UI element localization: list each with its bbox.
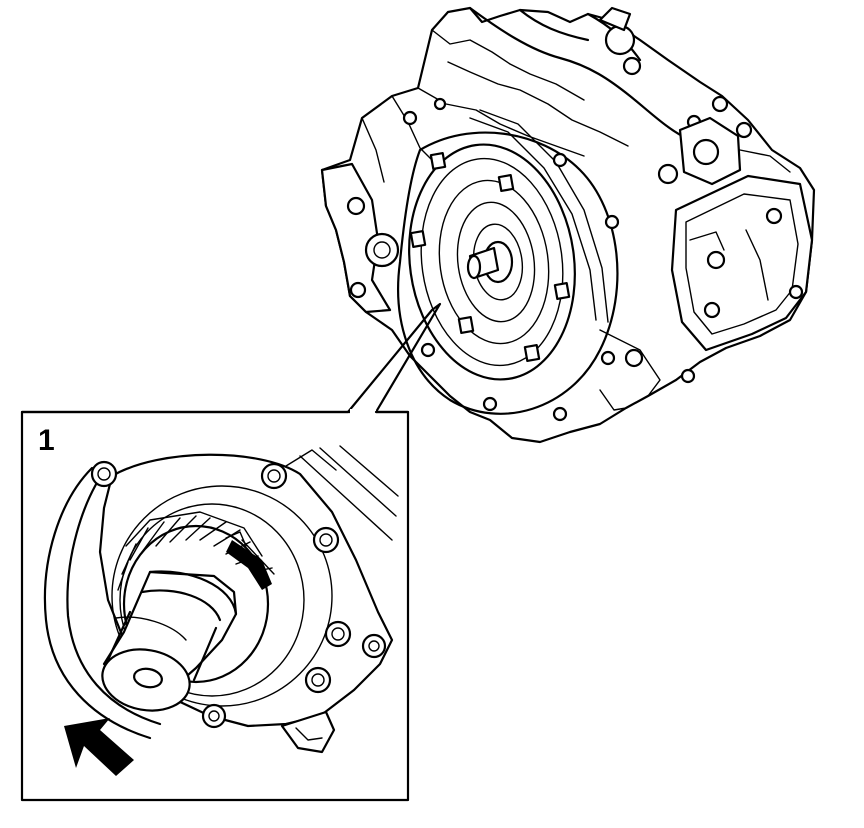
cover-bolts — [90, 460, 387, 729]
callout-leader — [346, 302, 442, 414]
input-shaft — [101, 570, 238, 712]
direction-arrow — [64, 718, 134, 776]
callout-number: 1 — [38, 424, 55, 457]
transmission-assembly — [320, 6, 816, 444]
torque-converter — [408, 143, 576, 381]
